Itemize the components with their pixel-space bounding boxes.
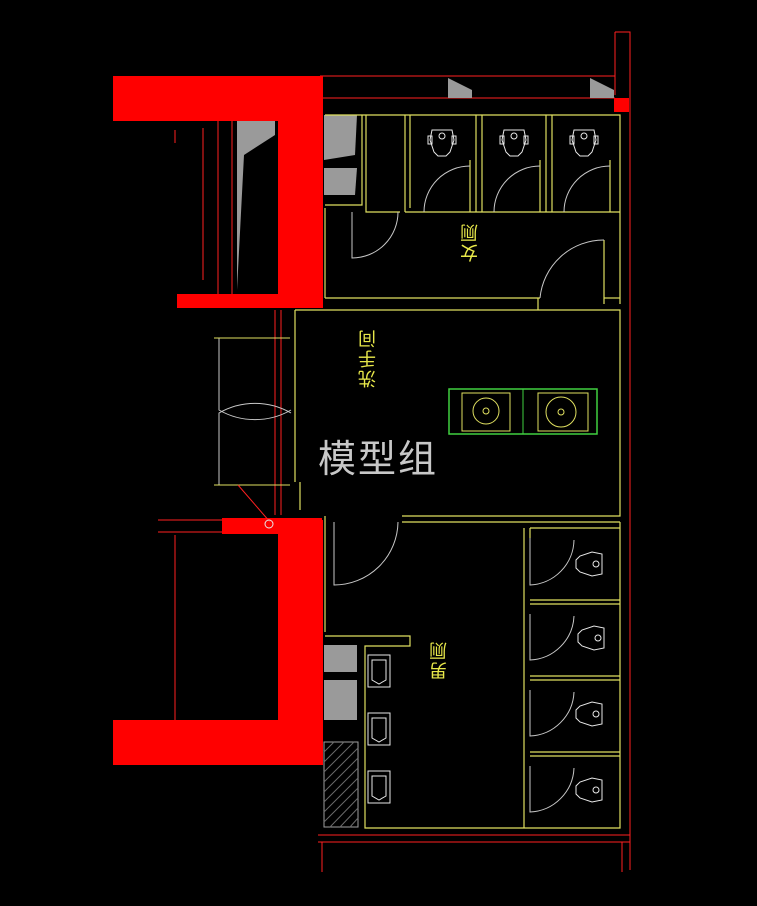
female-toilet-room [324,114,621,310]
urinals [367,654,391,804]
squat-toilet-2 [499,129,529,157]
female-door-swings [351,165,611,299]
urinal-1 [367,654,391,688]
male-squat-1 [575,551,603,577]
basin-1 [461,392,511,432]
female-room-label: 女厕 [460,222,481,262]
watermark-text: 模型组 [318,437,439,481]
male-squat-3 [575,701,603,727]
male-squat-2 [577,625,605,651]
male-squat-toilets [575,551,605,803]
basin-2 [537,392,589,432]
male-door-swings [333,521,575,813]
entrance-doors [214,337,292,529]
hatched-shaft [323,741,359,828]
washroom-walls [294,309,621,523]
squat-toilet-3 [569,129,599,157]
outer-outline [318,31,631,872]
washroom-label: 洗手间 [358,328,379,388]
structural-walls [113,76,629,765]
urinal-3 [367,770,391,804]
left-structure [158,121,282,720]
urinal-2 [367,712,391,746]
washbasin-counter [448,388,598,435]
female-squat-toilets [427,129,599,157]
gray-shafts [237,78,614,720]
male-room-label: 男厕 [429,640,450,680]
squat-toilet-1 [427,129,457,157]
male-toilet-room [324,522,621,829]
male-squat-4 [575,777,603,803]
